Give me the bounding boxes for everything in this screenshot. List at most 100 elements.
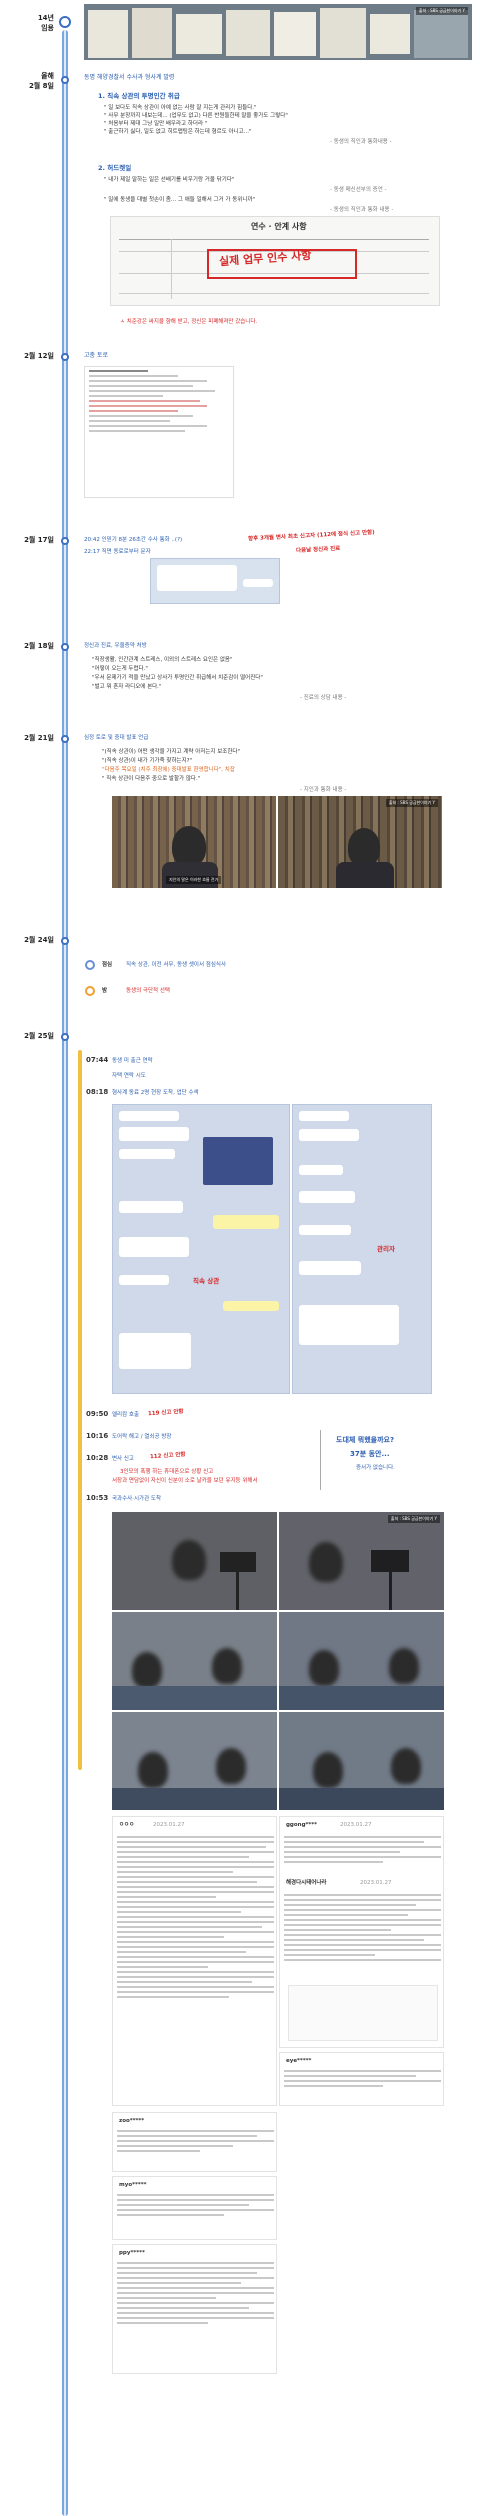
- quote-source: - 동생 메신선부의 증언 -: [330, 187, 387, 193]
- timeline-event: 국과수사·시가관 도착: [112, 1496, 162, 1502]
- watermark: 출처 : SBS 궁금한이야기 Y: [387, 1515, 440, 1523]
- timeline-event: 22:17 직면 동료로부터 문자: [84, 549, 151, 555]
- timeline-dot: [59, 16, 71, 28]
- quote-source: - 동생의 직인과 통화 내용 -: [330, 207, 394, 213]
- quote: "어떻이 오는게 두렵다.": [92, 666, 148, 672]
- chat-label: 직속 상관: [193, 1277, 220, 1285]
- quote: " 일 보다도 직속 상관이 아예 없는 사람 잘 지는게 관리가 힘들다.": [104, 105, 257, 111]
- timeline-event: 도어락 해고 / 열쇠공 방장: [112, 1434, 172, 1440]
- highlight-note: 증서가 없습니다.: [356, 1465, 395, 1471]
- event-time: 09:50: [86, 1410, 109, 1418]
- quote-source: - 동생의 직인과 통화내용 -: [330, 139, 392, 145]
- timeline-event: 직속 상관, 이전 서무, 동생 셋이서 점심식사: [126, 962, 227, 968]
- date-label: 올해: [41, 72, 54, 80]
- highlight-question: 도대체 뭐했을까요?: [336, 1436, 395, 1444]
- section-heading: 2. 허드렛일: [98, 164, 132, 172]
- quote-source: - 지인과 통화 내용 -: [300, 787, 347, 793]
- sub-timeline-bar: [78, 1050, 82, 1770]
- quote: " 처음부터 제대 그냥 일만 배우라고 하더라 ": [104, 121, 208, 127]
- bracket-line: [320, 1430, 321, 1490]
- comment-heading: 해경다시태어나라: [286, 1880, 327, 1886]
- entry-title: 고충 토로: [84, 352, 108, 359]
- timeline-dot: [61, 735, 69, 743]
- timeline-dot: [61, 643, 69, 651]
- annotation: 119 신고 안함: [147, 1408, 184, 1418]
- event-time: 08:18: [86, 1088, 109, 1096]
- timeline-event: 자택 연락 시도: [112, 1073, 146, 1079]
- watermark: 출처 : SBS 궁금한이야기 Y: [415, 7, 468, 15]
- quote: " 직속 상관이 다음주 중으로 발할가 않다.": [102, 776, 201, 782]
- comment-date: 2023.01.27: [360, 1880, 392, 1886]
- annotation: 향후 3개월 변사 최초 신고자 (112에 정식 신고 만함): [247, 529, 375, 543]
- event-time: 점심: [102, 962, 113, 968]
- photo-caption: 지인의 말은 이러한 흐름 전가: [166, 876, 222, 884]
- comment-date: 2023.01.27: [153, 1822, 185, 1828]
- tv-still: [112, 1612, 277, 1710]
- comment-card: eye*****: [279, 2052, 444, 2106]
- document-title: 연수 · 안계 사항: [251, 222, 307, 231]
- event-time: 10:53: [86, 1494, 109, 1502]
- comment-card: myo*****: [112, 2176, 277, 2240]
- comment-card: ㅇㅇㅇ 2023.01.27: [112, 1816, 277, 2106]
- date-label: 2월 8일: [28, 82, 54, 90]
- comment-user: myo*****: [119, 2182, 147, 2188]
- timeline-dot: [61, 1033, 69, 1041]
- quote: " 내가 제일 말하는 일은 선배기를 비우기랑 거울 닦기다": [104, 177, 235, 183]
- interview-photo: 출처 : SBS 궁금한이야기 Y: [278, 796, 442, 888]
- quote: "다음주 목요일 (치주 최장에) 중대발표 환영합니다", 치잡: [102, 767, 235, 773]
- timeline-event: 형사계 동료 2명 현장 도착, 업단 수색: [112, 1090, 199, 1096]
- quote: " 출근하기 싫다, 일도 없고 히트맵팅은 하는데 형르도 아니고...": [104, 129, 252, 135]
- messenger-screenshot: [84, 366, 234, 498]
- comment-user: eye*****: [286, 2058, 312, 2064]
- comment-user: ggong****: [286, 1822, 318, 1828]
- timeline-dot: [85, 960, 95, 970]
- tv-still: [112, 1712, 277, 1810]
- entry-title: 동명 해양경찰서 수사과 형사계 발령: [84, 74, 175, 81]
- annotation: 다음날 정신과 진료: [295, 545, 341, 555]
- tv-still: [279, 1712, 444, 1810]
- comment-date: 2023.01.27: [340, 1822, 372, 1828]
- annotation: 112 신고 안함: [149, 1451, 186, 1461]
- timeline-event: 엘리캄 호출: [112, 1412, 140, 1418]
- timeline-dot: [61, 76, 69, 84]
- date-label: 2월 25일: [24, 1032, 54, 1040]
- chat-label: 관리자: [377, 1245, 395, 1253]
- text-message-screenshot: [150, 558, 280, 604]
- timeline-spine-highlight: [64, 30, 66, 2516]
- watermark: 출처 : SBS 궁금한이야기 Y: [385, 799, 438, 807]
- comment-user: ppy*****: [119, 2250, 145, 2256]
- timeline-event: 동생 미 출근 연락: [112, 1058, 153, 1064]
- quote: "(직속 상관이) 어떤 생각을 가지고 계략 아저는지 보조한다": [102, 749, 240, 755]
- timeline-event: 변사 신고: [112, 1456, 134, 1462]
- year-sub: 임용: [41, 24, 54, 32]
- quote-source: - 진료의 상담 내용 -: [300, 695, 347, 701]
- comment-card: zoo*****: [112, 2112, 277, 2172]
- comment-user: ㅇㅇㅇ: [119, 1822, 135, 1828]
- group-chat-screenshot: 직속 상관: [112, 1104, 290, 1394]
- quote: "(직속 상관)이 내가 기가죽 찾하는지?": [102, 758, 193, 764]
- comment-card: ggong**** 2023.01.27 해경다시태어나라 2023.01.27: [279, 1816, 444, 2048]
- group-chat-screenshot: 관리자: [292, 1104, 432, 1394]
- date-label: 2월 17일: [24, 536, 54, 544]
- date-label: 2월 12일: [24, 352, 54, 360]
- event-time: 10:16: [86, 1432, 109, 1440]
- section-heading: 1. 직속 상관의 투명인간 취급: [98, 92, 180, 100]
- timeline-dot: [85, 986, 95, 996]
- comment-card: ppy*****: [112, 2244, 277, 2374]
- event-time: 10:28: [86, 1454, 109, 1462]
- certificate-wall-photo: 출처 : SBS 궁금한이야기 Y: [84, 4, 472, 60]
- annotation: 서장과 면담없이 자신이 신분이 소로 날카을 보던 유지등 위해서: [112, 1478, 258, 1484]
- timeline-dot: [61, 353, 69, 361]
- tv-still: [279, 1612, 444, 1710]
- interview-photo: 지인의 말은 이러한 흐름 전가: [112, 796, 276, 888]
- quote: "우서 문제가기 적을 만났고 상사가 투명인간 취급해서 치준감이 떨어진다": [92, 675, 263, 681]
- timeline-event: 20:42 인믿기 8분 26초간 수사 통화 ..(?): [84, 537, 183, 543]
- highlight-duration: 37분 동안...: [350, 1450, 390, 1458]
- event-time: 07:44: [86, 1056, 109, 1064]
- tv-still: [112, 1512, 277, 1610]
- entry-title: 심정 토로 및 중대 발표 언급: [84, 735, 149, 741]
- quote: "직장생활, 인간관계 스트레스, 이외의 스트레스 요인은 없음": [92, 657, 233, 663]
- date-label: 2월 24일: [24, 936, 54, 944]
- year-label: 14년: [37, 14, 54, 22]
- timeline-event: 동생의 극단적 선택: [126, 988, 170, 994]
